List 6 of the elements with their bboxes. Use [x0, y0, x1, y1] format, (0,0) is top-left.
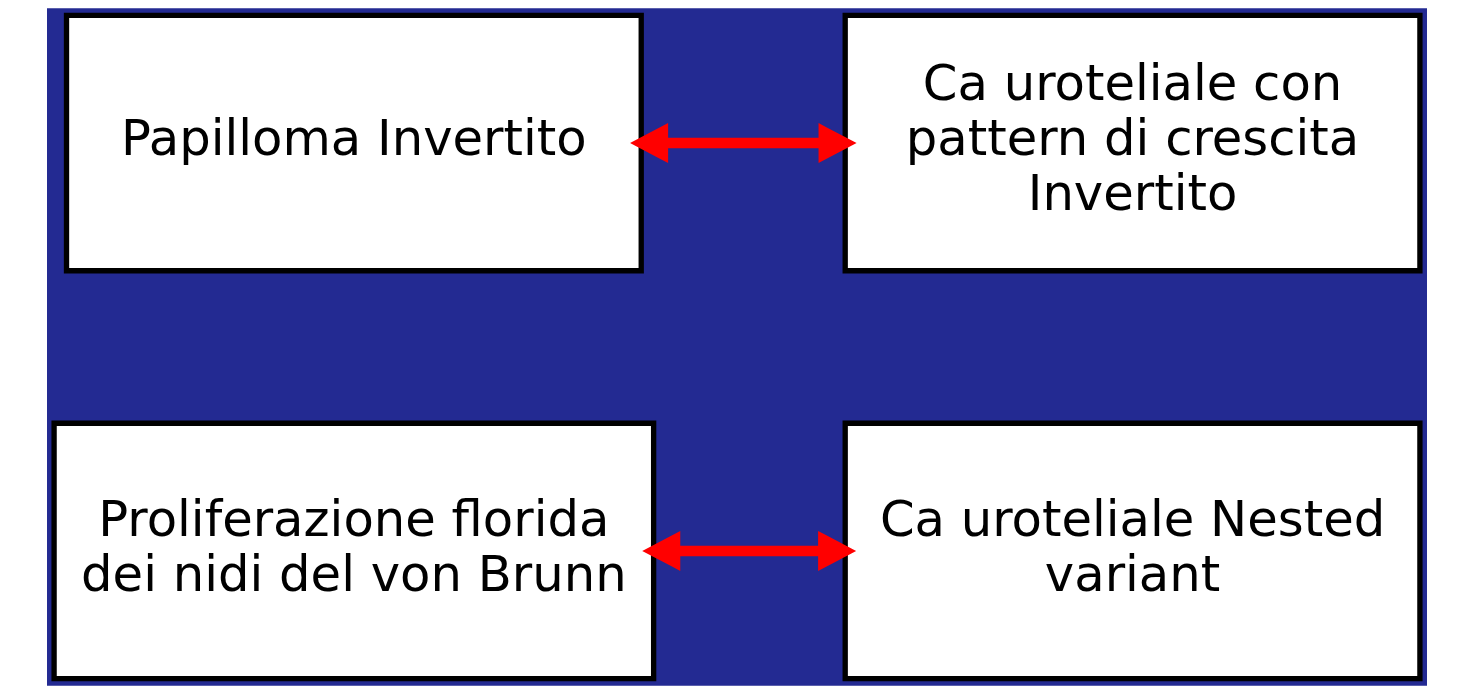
- node-box: Papilloma Invertito: [63, 12, 644, 274]
- node-box: Proliferazione florida dei nidi del von Brunn: [51, 420, 657, 682]
- arrow: [642, 531, 857, 571]
- node-box: Ca uroteliale Nested variant: [842, 420, 1423, 682]
- arrow: [630, 123, 857, 163]
- node-box: Ca uroteliale con pattern di crescita Invertito: [842, 12, 1423, 274]
